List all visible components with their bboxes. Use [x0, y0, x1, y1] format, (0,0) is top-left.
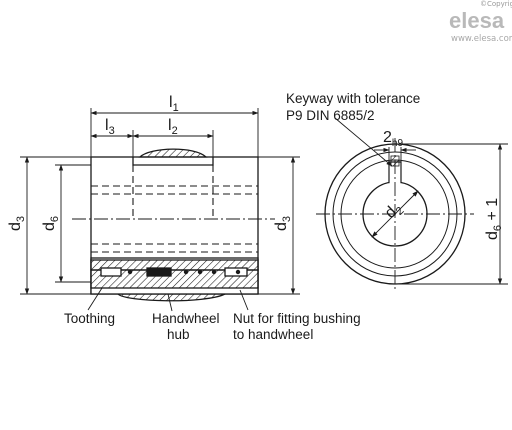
callouts	[87, 287, 249, 312]
nut-cavity-1	[100, 267, 122, 277]
handwheel-leader	[167, 293, 173, 312]
handwheel-hub-hatch	[117, 293, 226, 302]
d6-plus-1-label: d6 + 1	[484, 198, 504, 240]
front-view-labels: Keyway with tolerance P9 DIN 6885/2 2h9 …	[286, 91, 504, 240]
keyway-width-label: 2h9	[383, 129, 403, 149]
toothing-leader	[87, 287, 103, 311]
keyway-leader	[334, 117, 393, 167]
keyway-note-line1: Keyway with tolerance	[286, 91, 420, 106]
toothing-label: Toothing	[64, 311, 115, 326]
nut-leader	[239, 289, 249, 311]
l3-label: l3	[105, 117, 115, 137]
nut-cavity-2	[146, 267, 172, 277]
nut-label-line2: to handwheel	[233, 327, 313, 342]
side-view	[72, 148, 275, 302]
side-view-dimensions	[20, 108, 300, 295]
callout-labels: Toothing Handwheel hub Nut for fitting b…	[64, 311, 361, 342]
d3-left-label: d3	[7, 216, 27, 231]
front-view-dimensions	[334, 117, 508, 285]
nut-label-line1: Nut for fitting bushing	[233, 311, 361, 326]
brand-logo: elesa	[449, 8, 505, 33]
d3-right-label: d3	[273, 216, 293, 231]
ball-row	[127, 269, 241, 275]
nut-hatch-band	[90, 269, 259, 289]
keyway-note-line2: P9 DIN 6885/2	[286, 108, 375, 123]
l1-label: l1	[169, 94, 179, 114]
d2-dimension-line	[371, 190, 419, 238]
copyright-text: ©Copyright	[480, 0, 512, 8]
handwheel-label-line1: Handwheel	[152, 311, 220, 326]
side-view-dimension-labels: l1 l3 l2 d3 d6 d3	[7, 94, 293, 231]
key-hatch	[138, 148, 208, 158]
d6-label: d6	[41, 216, 61, 231]
brand-watermark: ©Copyright elesa www.elesa.com	[449, 0, 512, 44]
keyway-slot	[132, 157, 214, 166]
brand-url: www.elesa.com	[451, 34, 512, 44]
handwheel-label-line2: hub	[167, 327, 190, 342]
l2-label: l2	[168, 117, 178, 137]
hidden-bore-lines	[91, 165, 258, 253]
